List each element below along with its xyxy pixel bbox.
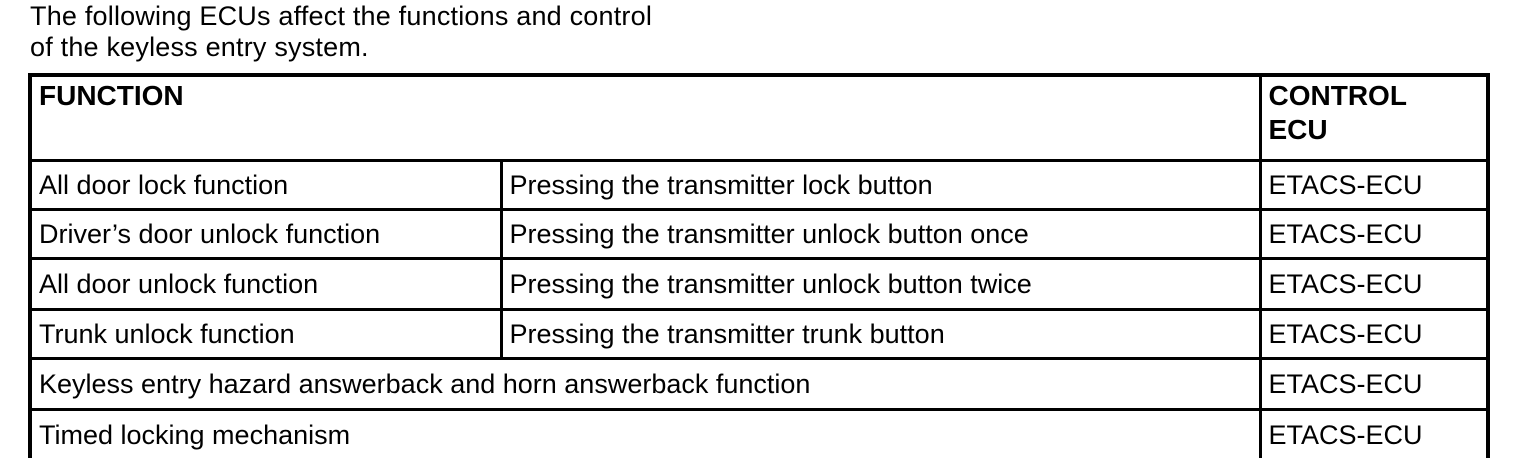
- table-header-row: FUNCTION CONTROL ECU: [28, 73, 1490, 162]
- table-row: Trunk unlock function Pressing the trans…: [28, 308, 1490, 360]
- cell-ecu: ETACS-ECU: [1258, 357, 1490, 411]
- intro-paragraph: The following ECUs affect the functions …: [30, 1, 653, 62]
- table-row: Driver’s door unlock function Pressing t…: [28, 208, 1490, 260]
- cell-ecu: ETACS-ECU: [1258, 408, 1490, 458]
- cell-operation: Pressing the transmitter unlock button t…: [499, 257, 1262, 311]
- table-row: Timed locking mechanism ETACS-ECU: [28, 408, 1490, 458]
- cell-ecu: ETACS-ECU: [1258, 257, 1490, 311]
- header-function: FUNCTION: [28, 73, 1262, 162]
- header-control-ecu: CONTROL ECU: [1258, 73, 1490, 162]
- cell-function: Trunk unlock function: [28, 308, 503, 360]
- cell-ecu: ETACS-ECU: [1258, 159, 1490, 211]
- cell-function: All door lock function: [28, 159, 503, 211]
- cell-function: All door unlock function: [28, 257, 503, 311]
- ecu-function-table: FUNCTION CONTROL ECU All door lock funct…: [28, 73, 1490, 458]
- table-row: All door unlock function Pressing the tr…: [28, 257, 1490, 311]
- cell-operation: Pressing the transmitter unlock button o…: [499, 208, 1262, 260]
- table-row: All door lock function Pressing the tran…: [28, 159, 1490, 211]
- table-row: Keyless entry hazard answerback and horn…: [28, 357, 1490, 411]
- cell-function: Keyless entry hazard answerback and horn…: [28, 357, 1262, 411]
- cell-function: Driver’s door unlock function: [28, 208, 503, 260]
- cell-ecu: ETACS-ECU: [1258, 208, 1490, 260]
- cell-ecu: ETACS-ECU: [1258, 308, 1490, 360]
- cell-function: Timed locking mechanism: [28, 408, 1262, 458]
- cell-operation: Pressing the transmitter trunk button: [499, 308, 1262, 360]
- cell-operation: Pressing the transmitter lock button: [499, 159, 1262, 211]
